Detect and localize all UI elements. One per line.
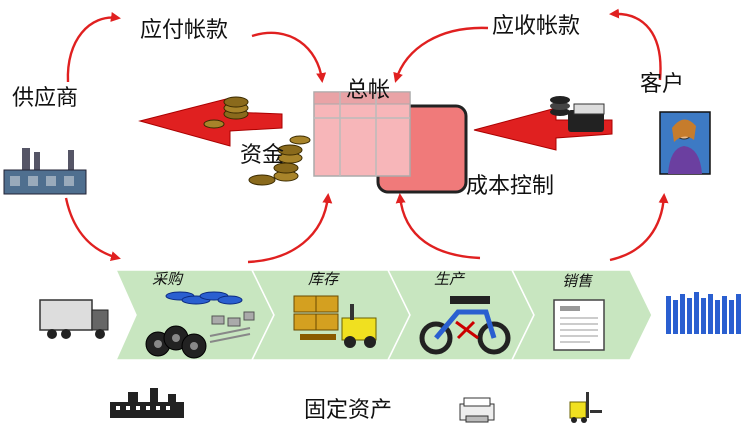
arrow-payable-to-ledger [251,31,327,83]
funds-label: 资金 [240,143,285,168]
stage-label-inventory: 库存 [308,270,339,288]
cost-control-label: 成本控制 [466,174,555,199]
arrow-band-to-cost [395,193,481,260]
small-forklift-icon [569,392,602,423]
arrow-band-to-ledger [247,193,333,264]
money-stack-icon [550,96,605,132]
parts-and-wheels-icon [145,291,255,359]
arrow-band-to-customer [609,193,669,262]
coin-stack-icon [203,96,249,129]
arrow-customer-to-receivable [609,8,662,81]
printer-icon [459,397,495,423]
invoice-document-icon [553,299,605,351]
customer-label: 客户 [640,72,685,97]
payable-label: 应付帐款 [140,18,229,43]
truck-icon [39,299,109,339]
ledger-label: 总帐 [346,78,391,103]
supplier-factory-icon [3,148,87,195]
forklift-crates-icon [293,295,377,348]
supplier-label: 供应商 [12,86,79,111]
arrow-supplier-to-band [64,197,121,261]
arrow-receivable-to-ledger [393,26,489,83]
building-icon [110,388,184,418]
ledger-icon [313,91,468,194]
motorcycle-icon [419,296,511,355]
stage-label-production: 生产 [434,270,465,288]
receivable-label: 应收帐款 [492,14,581,39]
flow-arrows [64,8,669,264]
stage-label-procurement: 采购 [152,270,183,288]
arrow-supplier-to-payable [66,12,121,83]
coin-pile-icon [248,135,311,186]
stage-label-sales: 销售 [562,272,593,290]
customer-person-icon [659,111,711,175]
fixed-assets-label: 固定资产 [304,398,393,423]
crowd-icon [666,292,741,334]
